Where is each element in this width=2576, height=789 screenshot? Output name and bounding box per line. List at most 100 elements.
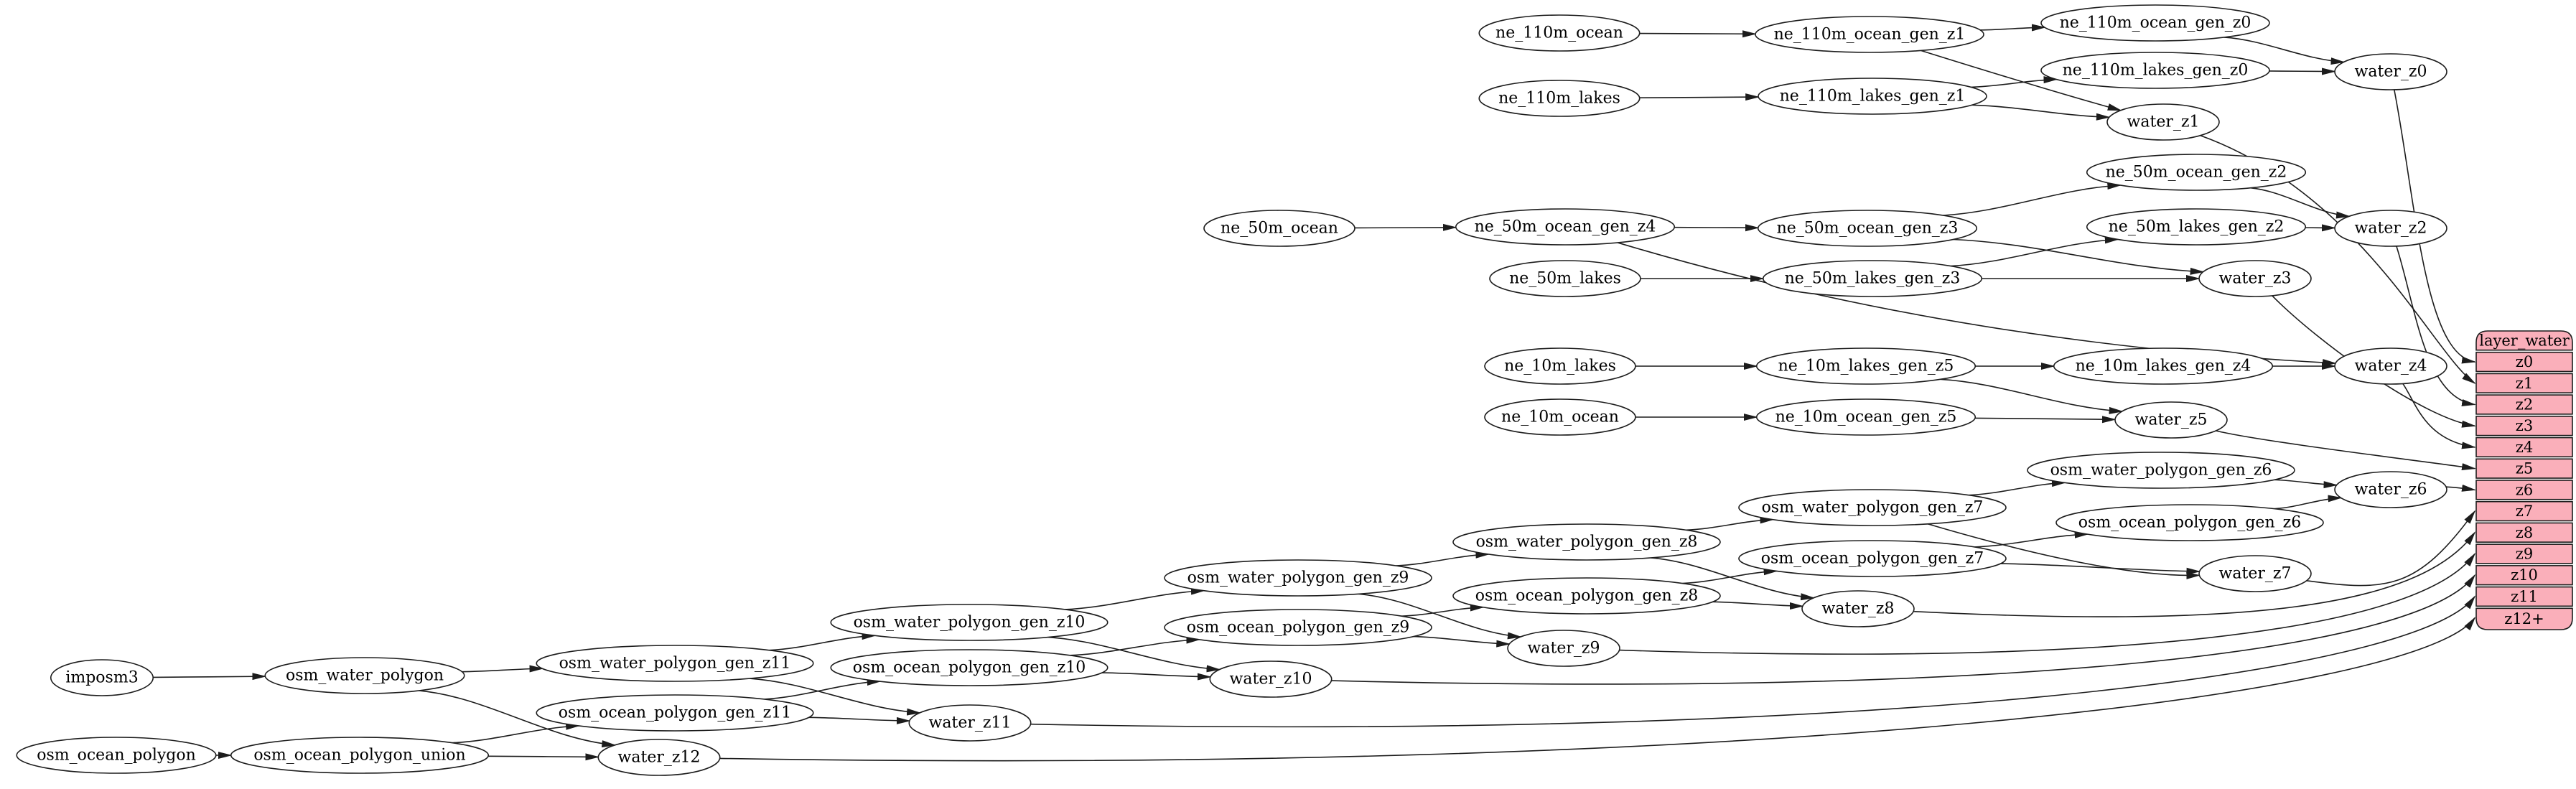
node-osm_water_polygon: osm_water_polygon [264, 657, 465, 694]
layer-water-row-label-z1: z1 [2516, 375, 2533, 392]
node-label-osm_water_polygon_gen_z6: osm_water_polygon_gen_z6 [2050, 462, 2272, 480]
node-water_z5: water_z5 [2114, 401, 2228, 439]
node-ne_10m_ocean: ne_10m_ocean [1484, 398, 1636, 436]
node-label-ne_110m_ocean_gen_z0: ne_110m_ocean_gen_z0 [2060, 14, 2251, 32]
node-label-osm_water_polygon_gen_z7: osm_water_polygon_gen_z7 [1762, 499, 1984, 517]
layer-water-cell-z11 [2475, 586, 2573, 607]
node-ellipse-osm_water_polygon [264, 657, 465, 694]
layer-water-row-label-z4: z4 [2516, 439, 2533, 456]
node-ellipse-osm_ocean_polygon [16, 737, 217, 774]
node-label-imposm3: imposm3 [65, 669, 138, 687]
layer-water-row-z3: z3 [2475, 416, 2573, 436]
layer-water-cell-z5 [2475, 458, 2573, 479]
node-ellipse-ne_110m_lakes_gen_z1 [1758, 78, 1987, 115]
node-ne_110m_lakes_gen_z1: ne_110m_lakes_gen_z1 [1758, 78, 1987, 115]
layer-water-row-label-z8: z8 [2516, 524, 2533, 541]
node-ellipse-osm_water_polygon_gen_z7 [1738, 489, 2007, 526]
node-ellipse-water_z10 [1209, 660, 1333, 698]
node-label-water_z8: water_z8 [1822, 600, 1895, 618]
node-ne_50m_lakes: ne_50m_lakes [1489, 260, 1641, 297]
edge-ne_50m_ocean_gen_z3-ne_50m_ocean_gen_z2 [1943, 182, 2122, 216]
node-label-water_z2: water_z2 [2355, 220, 2427, 238]
node-ellipse-osm_water_polygon_gen_z10 [830, 604, 1109, 641]
layer-water-cell-z10 [2475, 565, 2573, 586]
layer-water-row-z12+: z12+ [2475, 607, 2573, 630]
node-ellipse-ne_10m_lakes [1484, 347, 1636, 385]
layer-water-row-label-z0: z0 [2516, 353, 2533, 370]
node-ne_50m_lakes_gen_z3: ne_50m_lakes_gen_z3 [1762, 260, 1983, 297]
node-ellipse-ne_10m_ocean_gen_z5 [1755, 398, 1977, 436]
node-ellipse-ne_10m_lakes_gen_z4 [2053, 347, 2274, 385]
layer-water-cell-z6 [2475, 480, 2573, 500]
edge-osm_water_polygon-osm_water_polygon_gen_z11 [462, 665, 544, 673]
node-label-ne_110m_lakes_gen_z1: ne_110m_lakes_gen_z1 [1780, 88, 1966, 106]
edge-osm_ocean_polygon_gen_z11-osm_ocean_polygon_gen_z10 [764, 678, 882, 700]
edge-water_z11-z11 [1030, 595, 2476, 728]
node-osm_ocean_polygon_gen_z11: osm_ocean_polygon_gen_z11 [536, 694, 814, 732]
node-water_z2: water_z2 [2334, 210, 2447, 247]
node-ellipse-ne_50m_ocean_gen_z2 [2086, 154, 2307, 191]
edge-osm_ocean_polygon_gen_z8-osm_ocean_polygon_gen_z7 [1682, 568, 1778, 584]
node-water_z8: water_z8 [1801, 590, 1915, 627]
edge-ne_10m_ocean_gen_z5-water_z5 [1974, 416, 2117, 424]
node-label-osm_ocean_polygon: osm_ocean_polygon [37, 747, 196, 765]
node-osm_ocean_polygon_union: osm_ocean_polygon_union [230, 737, 490, 774]
edge-osm_ocean_polygon_gen_z10-water_z10 [1101, 672, 1212, 681]
node-ellipse-osm_ocean_polygon_gen_z7 [1738, 540, 2007, 577]
node-ellipse-water_z4 [2334, 347, 2447, 385]
layer-water-cell-z0 [2475, 351, 2573, 373]
layer-water-row-label-z12+: z12+ [2504, 610, 2544, 627]
node-label-water_z5: water_z5 [2135, 411, 2208, 429]
node-water_z3: water_z3 [2198, 260, 2312, 297]
layer-water-row-label-z10: z10 [2511, 566, 2538, 584]
node-label-ne_50m_ocean_gen_z3: ne_50m_ocean_gen_z3 [1777, 220, 1959, 238]
node-ellipse-ne_110m_lakes [1478, 80, 1641, 117]
layer-water-row-z4: z4 [2475, 436, 2573, 458]
node-label-osm_water_polygon_gen_z8: osm_water_polygon_gen_z8 [1476, 533, 1698, 551]
node-label-water_z9: water_z9 [1528, 640, 1600, 658]
node-ne_50m_ocean_gen_z2: ne_50m_ocean_gen_z2 [2086, 154, 2307, 191]
node-water_z12: water_z12 [597, 739, 721, 776]
node-ellipse-water_z3 [2198, 260, 2312, 297]
node-label-ne_50m_ocean_gen_z2: ne_50m_ocean_gen_z2 [2106, 164, 2287, 182]
edge-osm_water_polygon_gen_z11-water_z11 [750, 678, 922, 716]
layer-water-row-z1: z1 [2475, 373, 2573, 393]
edge-water_z7-z7 [2306, 510, 2476, 587]
layer-water-cell-z3 [2475, 416, 2573, 436]
edge-ne_10m_lakes_gen_z5-water_z5 [1940, 378, 2124, 414]
node-ellipse-osm_ocean_polygon_gen_z9 [1164, 609, 1432, 646]
edge-water_z5-z5 [2216, 430, 2476, 471]
node-osm_water_polygon_gen_z9: osm_water_polygon_gen_z9 [1164, 559, 1432, 597]
node-ellipse-water_z11 [908, 704, 1032, 742]
node-ellipse-water_z8 [1801, 590, 1915, 627]
layer-water-row-label-z3: z3 [2516, 417, 2533, 434]
layer-water-row-z7: z7 [2475, 500, 2573, 522]
node-ne_110m_ocean_gen_z0: ne_110m_ocean_gen_z0 [2040, 4, 2270, 42]
node-ne_50m_ocean: ne_50m_ocean [1203, 210, 1355, 247]
node-ne_50m_ocean_gen_z4: ne_50m_ocean_gen_z4 [1455, 208, 1676, 246]
edge-osm_water_polygon-water_z12 [419, 690, 617, 748]
layer-water-row-z8: z8 [2475, 522, 2573, 543]
layer-water-cell-z2 [2475, 394, 2573, 415]
edge-ne_110m_lakes_gen_z1-ne_110m_lakes_gen_z0 [1971, 76, 2058, 88]
edge-water_z8-z8 [1913, 531, 2476, 617]
node-ellipse-osm_water_polygon_gen_z8 [1452, 523, 1721, 561]
layer-water-cell-z9 [2475, 543, 2573, 564]
node-ellipse-ne_50m_lakes_gen_z3 [1762, 260, 1983, 297]
layer-water-row-z10: z10 [2475, 565, 2573, 586]
edge-osm_water_polygon_gen_z9-water_z9 [1358, 593, 1522, 640]
edge-water_z9-z9 [1619, 552, 2476, 655]
edge-ne_110m_ocean_gen_z1-water_z1 [1921, 50, 2122, 111]
node-ellipse-osm_water_polygon_gen_z6 [2027, 452, 2295, 489]
node-osm_water_polygon_gen_z10: osm_water_polygon_gen_z10 [830, 604, 1109, 641]
node-label-osm_ocean_polygon_gen_z10: osm_ocean_polygon_gen_z10 [853, 659, 1086, 677]
node-ellipse-ne_50m_ocean [1203, 210, 1355, 247]
node-water_z9: water_z9 [1507, 630, 1620, 667]
node-label-water_z10: water_z10 [1230, 671, 1312, 688]
edge-osm_water_polygon_gen_z8-osm_water_polygon_gen_z7 [1686, 516, 1775, 531]
node-label-osm_ocean_polygon_gen_z8: osm_ocean_polygon_gen_z8 [1475, 587, 1698, 605]
layer-water-table: layer_waterz0z1z2z3z4z5z6z7z8z9z10z11z12… [2475, 330, 2573, 630]
node-ellipse-ne_50m_ocean_gen_z4 [1455, 208, 1676, 246]
node-label-water_z11: water_z11 [929, 714, 1012, 732]
